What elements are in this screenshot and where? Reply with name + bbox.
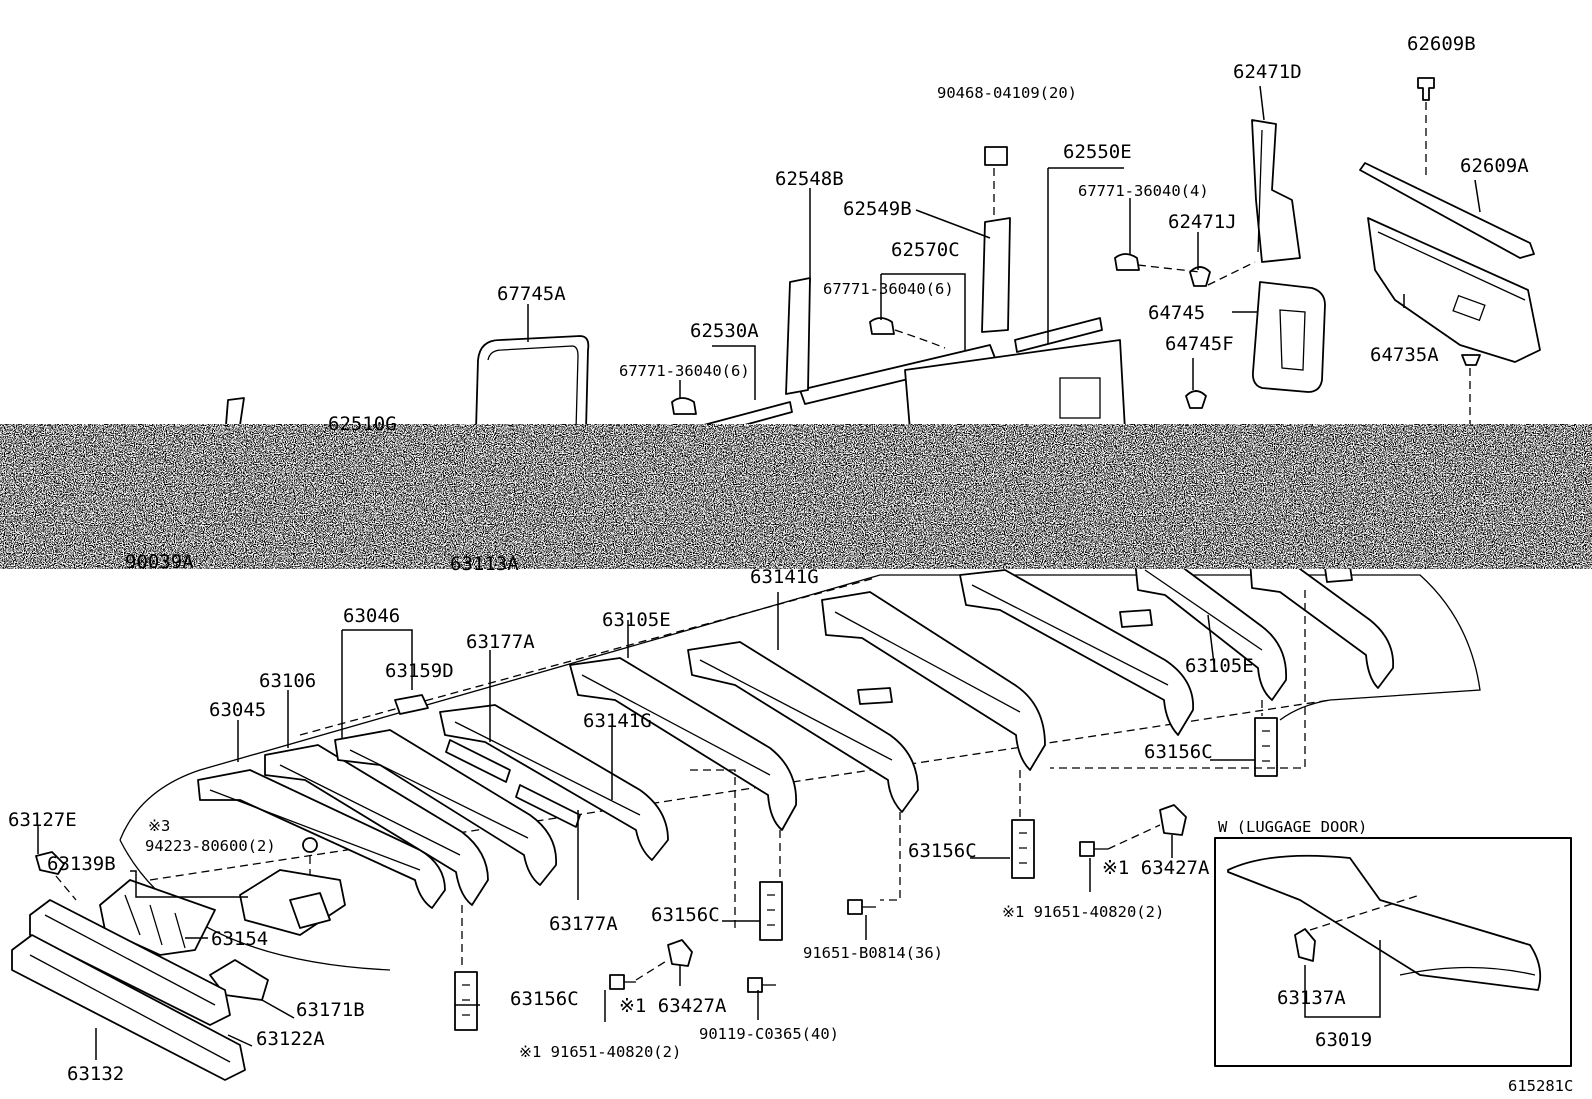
bolt-90119 bbox=[747, 977, 776, 993]
label-67771-6b: 67771-36040(6) bbox=[619, 362, 750, 380]
noise-band bbox=[0, 424, 1592, 569]
label-64735A: 64735A bbox=[1370, 344, 1439, 366]
label-62609B: 62609B bbox=[1407, 33, 1476, 55]
label-63156C-d: 63156C bbox=[1144, 741, 1213, 763]
label-62570C: 62570C bbox=[891, 239, 960, 261]
label-62530A: 62530A bbox=[690, 320, 759, 342]
label-63156C-b: 63156C bbox=[651, 904, 720, 926]
label-63159D: 63159D bbox=[385, 660, 454, 682]
lower-roof-structure bbox=[11, 557, 1525, 1081]
label-63427A-b: ※1 63427A bbox=[1102, 857, 1210, 879]
tag-63156C-d bbox=[1254, 717, 1278, 777]
label-mark-3: ※3 bbox=[148, 817, 170, 835]
inset-title: W (LUGGAGE DOOR) bbox=[1218, 818, 1367, 836]
label-63156C-a: 63156C bbox=[510, 988, 579, 1010]
roof-bow-7 bbox=[821, 591, 1046, 771]
label-62471D: 62471D bbox=[1233, 61, 1302, 83]
label-94223-80600: 94223-80600(2) bbox=[145, 837, 276, 855]
bolt-91651-a bbox=[609, 974, 636, 990]
label-63113A: 63113A bbox=[450, 553, 519, 575]
label-63177A-b: 63177A bbox=[549, 913, 618, 935]
roof-bow-2 bbox=[264, 744, 489, 906]
bracket-63427A-b bbox=[1159, 804, 1187, 836]
part-63132 bbox=[11, 934, 246, 1081]
label-64745: 64745 bbox=[1148, 302, 1205, 324]
label-62510G: 62510G bbox=[328, 413, 397, 435]
label-63105E-b: 63105E bbox=[1185, 655, 1254, 677]
part-63127E bbox=[35, 851, 65, 875]
label-63046: 63046 bbox=[343, 605, 400, 627]
label-62549B: 62549B bbox=[843, 198, 912, 220]
label-63137A: 63137A bbox=[1277, 987, 1346, 1009]
roof-bow-8 bbox=[959, 569, 1194, 736]
tag-63156C-c bbox=[1011, 819, 1035, 879]
part-63139B bbox=[239, 869, 346, 936]
label-63177A-a: 63177A bbox=[466, 631, 535, 653]
label-63127E: 63127E bbox=[8, 809, 77, 831]
tag-63156C-a bbox=[454, 971, 478, 1031]
label-63141G-a: 63141G bbox=[750, 566, 819, 588]
label-64745F: 64745F bbox=[1165, 333, 1234, 355]
label-91651-40820-a: ※1 91651-40820(2) bbox=[519, 1043, 681, 1061]
diagram-code: 615281C bbox=[1508, 1077, 1573, 1095]
label-63132: 63132 bbox=[67, 1063, 124, 1085]
roof-bow-3 bbox=[334, 729, 557, 886]
label-90039A: 90039A bbox=[125, 551, 194, 573]
label-63154: 63154 bbox=[211, 928, 268, 950]
label-63427A-a: ※1 63427A bbox=[619, 995, 727, 1017]
part-94223-nut bbox=[302, 837, 318, 853]
label-63122A: 63122A bbox=[256, 1028, 325, 1050]
label-63105E-a: 63105E bbox=[602, 609, 671, 631]
label-63139B: 63139B bbox=[47, 853, 116, 875]
label-67771-6a: 67771-36040(6) bbox=[823, 280, 954, 298]
tag-63156C-b bbox=[759, 881, 783, 941]
luggage-door-inset bbox=[1214, 837, 1572, 1067]
label-63141G-b: 63141G bbox=[583, 710, 652, 732]
label-67745A: 67745A bbox=[497, 283, 566, 305]
label-90119-C0365: 90119-C0365(40) bbox=[699, 1025, 839, 1043]
roof-bow-4 bbox=[439, 704, 669, 861]
label-63045: 63045 bbox=[209, 699, 266, 721]
bolt-91651-b bbox=[1079, 841, 1108, 857]
roof-bow-6 bbox=[687, 641, 919, 813]
label-62548B: 62548B bbox=[775, 168, 844, 190]
label-91651-40820-b: ※1 91651-40820(2) bbox=[1002, 903, 1164, 921]
label-90468-04109: 90468-04109(20) bbox=[937, 84, 1077, 102]
roof-bow-9 bbox=[1134, 557, 1287, 701]
part-63122A bbox=[29, 899, 231, 1026]
label-67771-4: 67771-36040(4) bbox=[1078, 182, 1209, 200]
upper-side-panels bbox=[225, 77, 1541, 437]
roof-bow-5 bbox=[569, 657, 797, 831]
label-63106: 63106 bbox=[259, 670, 316, 692]
label-63171B: 63171B bbox=[296, 999, 365, 1021]
label-63019: 63019 bbox=[1315, 1029, 1372, 1051]
roof-bow-10 bbox=[1249, 557, 1394, 689]
bolt-91651-B bbox=[847, 899, 876, 915]
label-62609A: 62609A bbox=[1460, 155, 1529, 177]
label-91651-B0814: 91651-B0814(36) bbox=[803, 944, 943, 962]
label-63156C-c: 63156C bbox=[908, 840, 977, 862]
label-62471J: 62471J bbox=[1168, 211, 1237, 233]
part-labels: 62609B 62471D 90468-04109(20) 62550E 626… bbox=[8, 33, 1573, 1095]
label-62550E: 62550E bbox=[1063, 141, 1132, 163]
bracket-63427A-a bbox=[667, 939, 693, 967]
